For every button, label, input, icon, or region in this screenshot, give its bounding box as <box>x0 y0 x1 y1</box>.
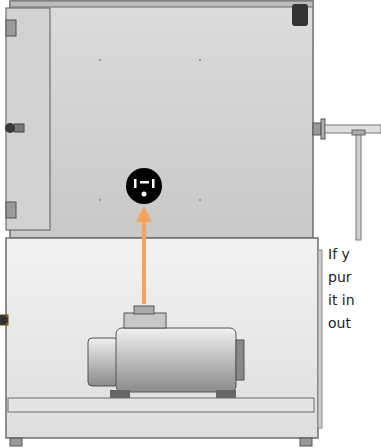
vacuum-pump <box>116 328 236 392</box>
note-text: If y <box>328 246 350 262</box>
tube-support <box>356 133 361 240</box>
furnace-body <box>10 1 313 238</box>
power-outlet <box>126 168 162 204</box>
hinge <box>6 20 16 36</box>
cabinet <box>6 238 318 438</box>
note-text: pur <box>328 269 352 285</box>
pump-motor-cap <box>88 338 118 386</box>
note-text: it in <box>328 292 355 308</box>
furnace-door <box>6 8 50 230</box>
power-arrow <box>142 222 146 304</box>
control-knob <box>292 4 308 26</box>
pump-tray <box>8 398 314 412</box>
valve <box>0 315 8 325</box>
note-text: out <box>328 315 351 331</box>
hinge <box>6 202 16 218</box>
door-knob <box>5 123 15 133</box>
